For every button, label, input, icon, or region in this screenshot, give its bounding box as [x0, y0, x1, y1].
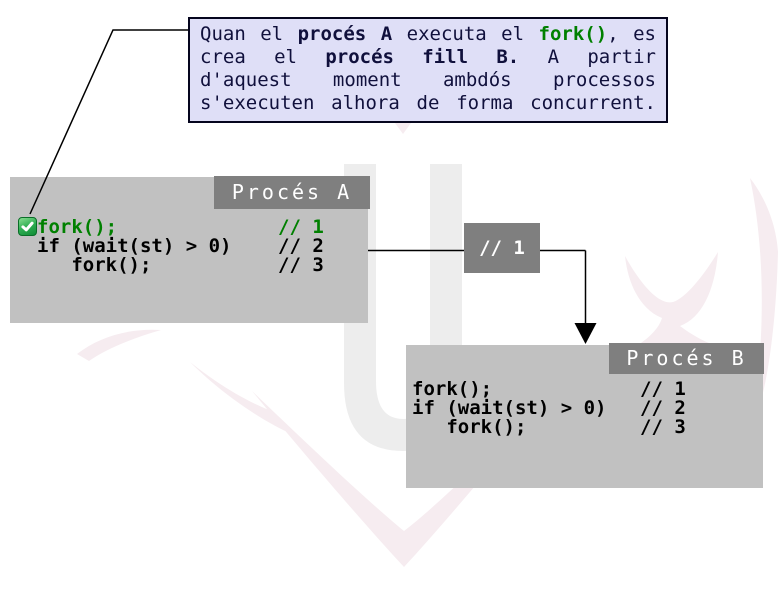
callout-segment: Quan el	[200, 23, 298, 45]
callout-segment: executa el	[392, 23, 539, 45]
process-a-title: Procés A	[214, 176, 370, 209]
code-line: if (wait(st) > 0) // 2	[37, 235, 324, 257]
code-comment: // 1	[640, 378, 686, 400]
connector-step-label: // 1	[464, 223, 540, 273]
process-a-box: Procés A fork(); // 1 if (wait(st) > 0) // …	[10, 176, 370, 323]
code-line: fork(); // 1	[412, 378, 686, 400]
logo-flower-petals	[77, 123, 778, 567]
code-text: fork();	[412, 416, 527, 438]
callout-segment: crea el	[200, 46, 326, 68]
process-b-code: fork(); // 1 if (wait(st) > 0) // 2 fork();…	[412, 378, 686, 438]
code-line: fork(); // 3	[37, 254, 323, 276]
callout-segment: A partir	[519, 46, 656, 68]
code-comment: // 3	[278, 254, 324, 276]
code-line: if (wait(st) > 0) // 2	[412, 397, 686, 419]
callout-line: d'aquest moment ambdós processos	[200, 69, 656, 92]
code-line: fork(); // 3	[412, 416, 685, 438]
code-text: if (wait(st) > 0)	[412, 397, 607, 419]
checkmark-icon	[18, 217, 37, 236]
process-a-code: fork(); // 1 if (wait(st) > 0) // 2 fork();…	[37, 216, 324, 276]
code-comment: // 2	[640, 397, 686, 419]
code-line: fork(); // 1	[37, 216, 324, 238]
callout-segment: procés A	[297, 23, 393, 45]
code-text: fork();	[37, 254, 152, 276]
code-text: if (wait(st) > 0)	[37, 235, 232, 257]
callout-segment: procés fill B.	[325, 46, 520, 68]
callout-segment: fork()	[538, 23, 608, 45]
callout-segment: , es	[607, 23, 656, 45]
callout-segment: d'aquest moment ambdós processos	[200, 69, 656, 91]
process-b-title: Procés B	[609, 343, 764, 374]
code-comment: // 2	[278, 235, 324, 257]
code-text: fork();	[412, 378, 493, 400]
code-comment: // 1	[278, 216, 324, 238]
callout-line: Quan el procés A executa el fork(), es	[200, 23, 656, 46]
callout-line: crea el procés fill B. A partir	[200, 46, 656, 69]
process-b-box: Procés B fork(); // 1 if (wait(st) > 0) // …	[406, 343, 764, 488]
callout-segment: s'executen alhora de forma concurrent.	[200, 92, 656, 114]
code-text: fork();	[37, 216, 118, 238]
callout-line: s'executen alhora de forma concurrent.	[200, 92, 656, 115]
checkmark-glyph	[21, 221, 34, 232]
code-comment: // 3	[640, 416, 686, 438]
